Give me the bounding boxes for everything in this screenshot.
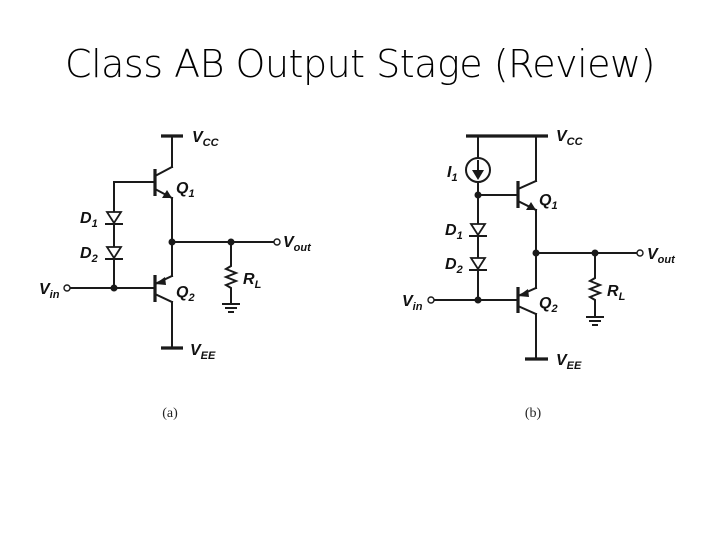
diode-d2 [469,257,487,271]
vin-node [110,284,118,292]
diode-d1 [105,211,123,225]
label-d2: D2 [445,256,463,276]
q1-npn-transistor [153,165,174,200]
label-vee: VEE [556,352,582,372]
load-resistor [223,241,239,304]
label-i1: I1 [447,164,458,184]
diode-d2 [105,246,123,260]
emitter-arrow-icon [162,190,172,198]
arrow-down-icon [472,170,484,180]
emitter-arrow-icon [526,202,536,210]
label-q2: Q2 [176,284,195,304]
q2-pnp-transistor [516,286,538,316]
caption-a: (a) [162,406,178,421]
vin-node [474,296,482,304]
diode-d1 [469,223,487,237]
vin-terminal [427,296,435,304]
circuit-b: VCC I1 Q1 D1 D2 Vin Q2 Vout RL VEE (b) [402,128,676,421]
label-d1: D1 [80,210,98,230]
ground-icon [586,316,604,326]
q2-pnp-transistor [153,274,174,304]
output-node [168,238,176,246]
label-d2: D2 [80,245,98,265]
load-resistor [587,252,603,317]
q1-npn-transistor [516,179,538,212]
label-q1: Q1 [176,180,195,200]
label-vout: Vout [283,234,312,254]
current-source-i1 [465,157,491,183]
caption-b: (b) [525,406,542,421]
vout-terminal [273,238,281,246]
label-rl: RL [243,271,262,291]
vout-terminal [636,249,644,257]
slide-title: Class AB Output Stage (Review) [65,42,655,86]
emitter-arrow-icon [155,277,166,285]
label-vee: VEE [190,342,216,362]
label-vin: Vin [39,281,60,301]
ground-icon [222,303,240,313]
label-vcc: VCC [192,129,220,149]
circuit-a: VCC Q1 D1 D2 Vin Q2 Vout RL VEE (a) [39,129,312,421]
emitter-arrow-icon [518,289,529,297]
vin-terminal [63,284,71,292]
label-vin: Vin [402,293,423,313]
label-vcc: VCC [556,128,584,148]
label-vout: Vout [647,246,676,266]
label-q2: Q2 [539,295,558,315]
label-rl: RL [607,283,626,303]
label-q1: Q1 [539,192,558,212]
output-node [532,249,540,257]
label-d1: D1 [445,222,463,242]
